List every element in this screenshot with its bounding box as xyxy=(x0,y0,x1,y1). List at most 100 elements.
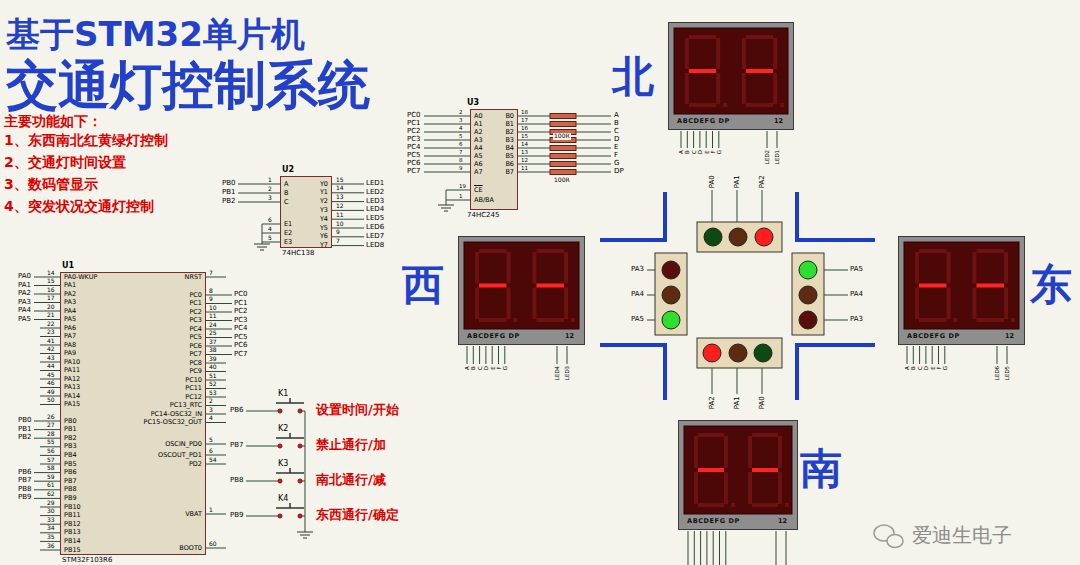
net-label: G xyxy=(614,160,619,168)
common-pins-label: 12 xyxy=(565,333,574,340)
wire xyxy=(246,516,278,517)
pin-name: PC15-OSC32_OUT xyxy=(144,419,202,426)
pin-name: OSCIN_PD0 xyxy=(165,441,202,448)
switch-contact xyxy=(278,444,282,448)
switch-contact xyxy=(298,479,302,483)
pin-name: PA4 xyxy=(64,308,76,315)
pin-number: 36 xyxy=(47,543,55,550)
pin-number: 61 xyxy=(47,482,55,489)
net-label: LED2 xyxy=(366,189,384,197)
pin-name: C xyxy=(284,199,289,206)
digit-art xyxy=(679,421,797,529)
pin-name: PA2 xyxy=(64,291,76,298)
segment xyxy=(685,38,689,69)
road-edge xyxy=(797,345,875,400)
net-label: PA4 xyxy=(631,291,644,299)
wire xyxy=(226,346,232,347)
wire xyxy=(424,156,470,157)
pin-name: PB11 xyxy=(64,512,81,519)
pin-name: Y7 xyxy=(320,242,328,249)
net-label: A xyxy=(678,150,684,154)
net-label: PC3 xyxy=(407,136,421,144)
feature-item: 3、数码管显示 xyxy=(4,177,98,192)
resistor-symbol xyxy=(550,122,576,127)
net-label: PC0 xyxy=(234,291,248,299)
segment-dot xyxy=(514,318,518,322)
net-label: PA1 xyxy=(18,282,31,290)
switch-contact xyxy=(298,444,302,448)
wire xyxy=(997,346,998,364)
pin-name: PA12 xyxy=(64,376,80,383)
net-label: G xyxy=(716,150,722,154)
net-label: PC7 xyxy=(234,351,248,359)
pin-number: 14 xyxy=(521,141,528,147)
lamp xyxy=(755,228,773,246)
pin-name: PB8 xyxy=(64,486,77,493)
resistor-symbol xyxy=(550,170,576,175)
component-ref: U3 xyxy=(467,99,479,108)
net-label: LED5 xyxy=(366,215,384,223)
pin-name: PC7 xyxy=(189,351,202,358)
segment xyxy=(716,73,720,104)
wire xyxy=(776,531,777,565)
pin-name: PB0 xyxy=(64,418,77,425)
wire xyxy=(518,124,550,125)
wire xyxy=(332,245,364,246)
road-edge xyxy=(797,192,875,240)
segment xyxy=(742,73,746,104)
wire xyxy=(694,531,695,565)
wire xyxy=(693,131,694,148)
pin-number: 11 xyxy=(336,212,344,219)
pin-name: PC11 xyxy=(185,385,202,392)
wire xyxy=(246,481,278,482)
pin-number: 4 xyxy=(459,125,463,131)
segment-pins-label: ABCDEFG DP xyxy=(907,333,960,340)
net-label: PC4 xyxy=(234,325,248,333)
switch-contact xyxy=(298,409,302,413)
net-label: PC3 xyxy=(234,317,248,325)
pin-number: 11 xyxy=(209,313,217,320)
wire xyxy=(647,295,655,296)
net-label: E xyxy=(703,150,709,153)
pin-number: 56 xyxy=(47,448,55,455)
pin-number: 1 xyxy=(209,507,213,514)
pin-number: 58 xyxy=(47,465,55,472)
net-label: PA3 xyxy=(631,266,644,274)
pin-name: PA0-WKUP xyxy=(64,274,97,281)
wire xyxy=(226,329,232,330)
net-label: LED4 xyxy=(554,366,560,380)
wire xyxy=(576,116,611,117)
net-label: D xyxy=(483,366,489,370)
digit-art xyxy=(459,237,584,344)
segment xyxy=(536,249,564,253)
net-label: A xyxy=(614,112,619,120)
wire xyxy=(34,285,40,286)
pin-name: PA8 xyxy=(64,342,76,349)
pin-name: Y5 xyxy=(320,225,328,232)
net-label: PC7 xyxy=(407,168,421,176)
wire xyxy=(206,444,226,445)
net-label: F xyxy=(710,150,716,153)
pin-name: B6 xyxy=(505,161,514,168)
wire xyxy=(446,190,447,205)
pin-name: Y1 xyxy=(320,189,328,196)
pin-name: PC0 xyxy=(189,292,202,299)
segment xyxy=(972,288,976,320)
pin-number: 3 xyxy=(209,407,213,414)
net-label: PA1 xyxy=(733,175,741,188)
net-label: LED7 xyxy=(366,233,384,241)
net-label: LED6 xyxy=(366,224,384,232)
wire xyxy=(446,190,470,191)
net-label: PC6 xyxy=(234,342,248,350)
wire xyxy=(34,421,40,422)
wire xyxy=(725,531,726,565)
wire xyxy=(576,156,611,157)
wire xyxy=(518,164,550,165)
wire xyxy=(424,140,470,141)
net-label: PB2 xyxy=(18,434,31,442)
segment-pins-label: ABCDEFG DP xyxy=(677,118,730,125)
switch-name: K3 xyxy=(278,460,288,469)
pin-name: B xyxy=(284,190,288,197)
pin-name: PB3 xyxy=(64,443,77,450)
